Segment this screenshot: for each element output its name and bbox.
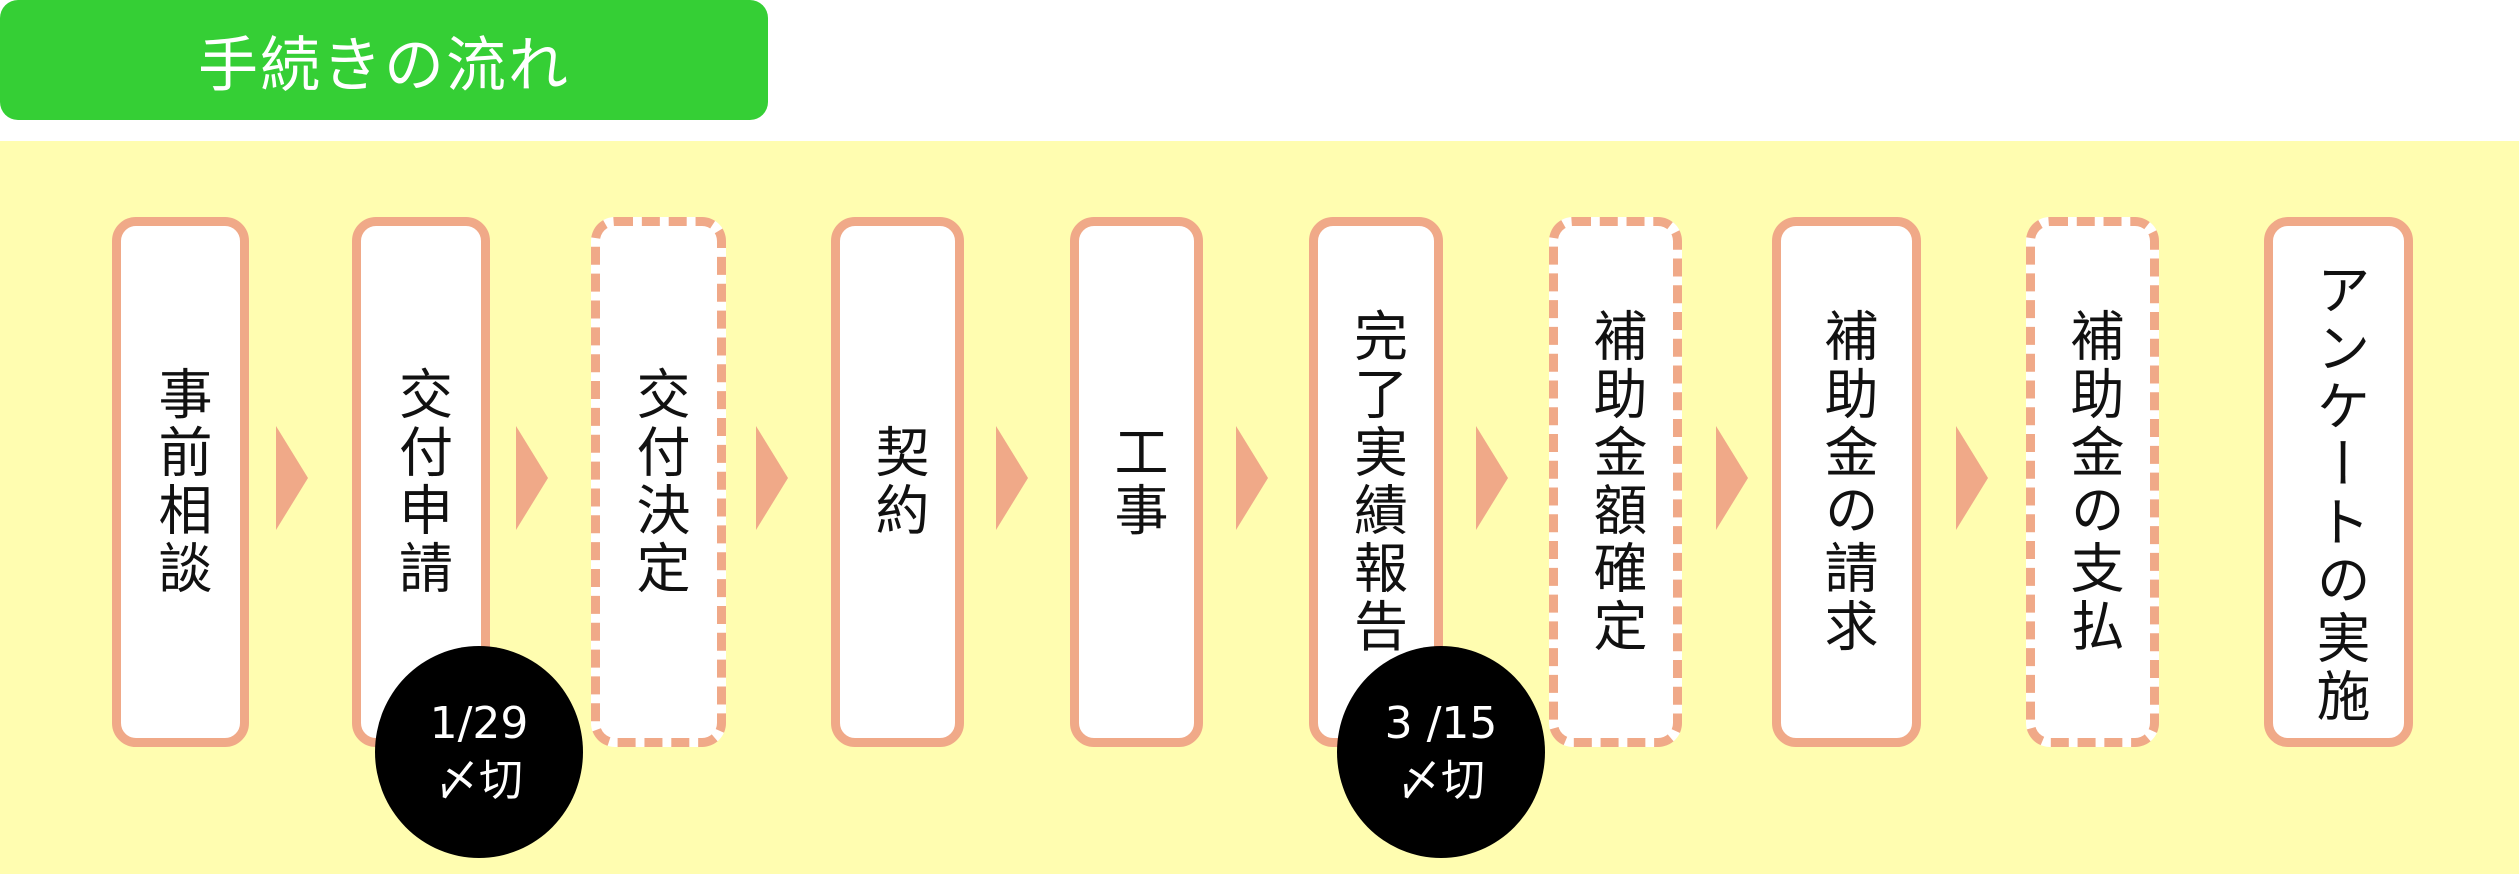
arrow-icon (1716, 426, 1748, 530)
step-subsidy-payment: 補助金の支払 (2026, 217, 2159, 747)
step-consultation: 事前相談 (112, 217, 249, 747)
step-label: 完了実績報告 (1344, 308, 1408, 656)
step-label: 補助金の支払 (2061, 308, 2124, 656)
step-grant-decision: 交付決定 (591, 217, 726, 747)
deadline-badge-application: 1/29 〆切 (375, 646, 583, 858)
step-construction: 工事 (1070, 217, 1203, 747)
section-title: 手続きの流れ (0, 0, 768, 120)
arrow-icon (1236, 426, 1268, 530)
step-label: 補助金の請求 (1815, 308, 1878, 656)
arrow-icon (756, 426, 788, 530)
step-label: 契約 (866, 424, 929, 540)
deadline-badge-report: 3 /15 〆切 (1337, 646, 1545, 858)
step-contract: 契約 (831, 217, 964, 747)
deadline-label: 〆切 (435, 755, 523, 806)
arrow-icon (516, 426, 548, 530)
step-label: 工事 (1105, 424, 1168, 540)
arrow-icon (276, 426, 308, 530)
step-label: 交付申請 (389, 366, 453, 598)
deadline-date: 3 /15 (1384, 697, 1498, 749)
arrow-icon (1476, 426, 1508, 530)
arrow-icon (1956, 426, 1988, 530)
step-amount-confirmation: 補助金額確定 (1549, 217, 1682, 747)
arrow-icon (996, 426, 1028, 530)
deadline-label: 〆切 (1397, 755, 1485, 806)
step-label: 補助金額確定 (1584, 308, 1647, 656)
deadline-date: 1/29 (429, 697, 529, 749)
step-survey: アンケートの実施 (2264, 217, 2413, 747)
step-label: 交付決定 (627, 366, 690, 598)
step-subsidy-request: 補助金の請求 (1772, 217, 1921, 747)
step-label: 事前相談 (149, 366, 212, 598)
step-label: アンケートの実施 (2307, 262, 2370, 726)
